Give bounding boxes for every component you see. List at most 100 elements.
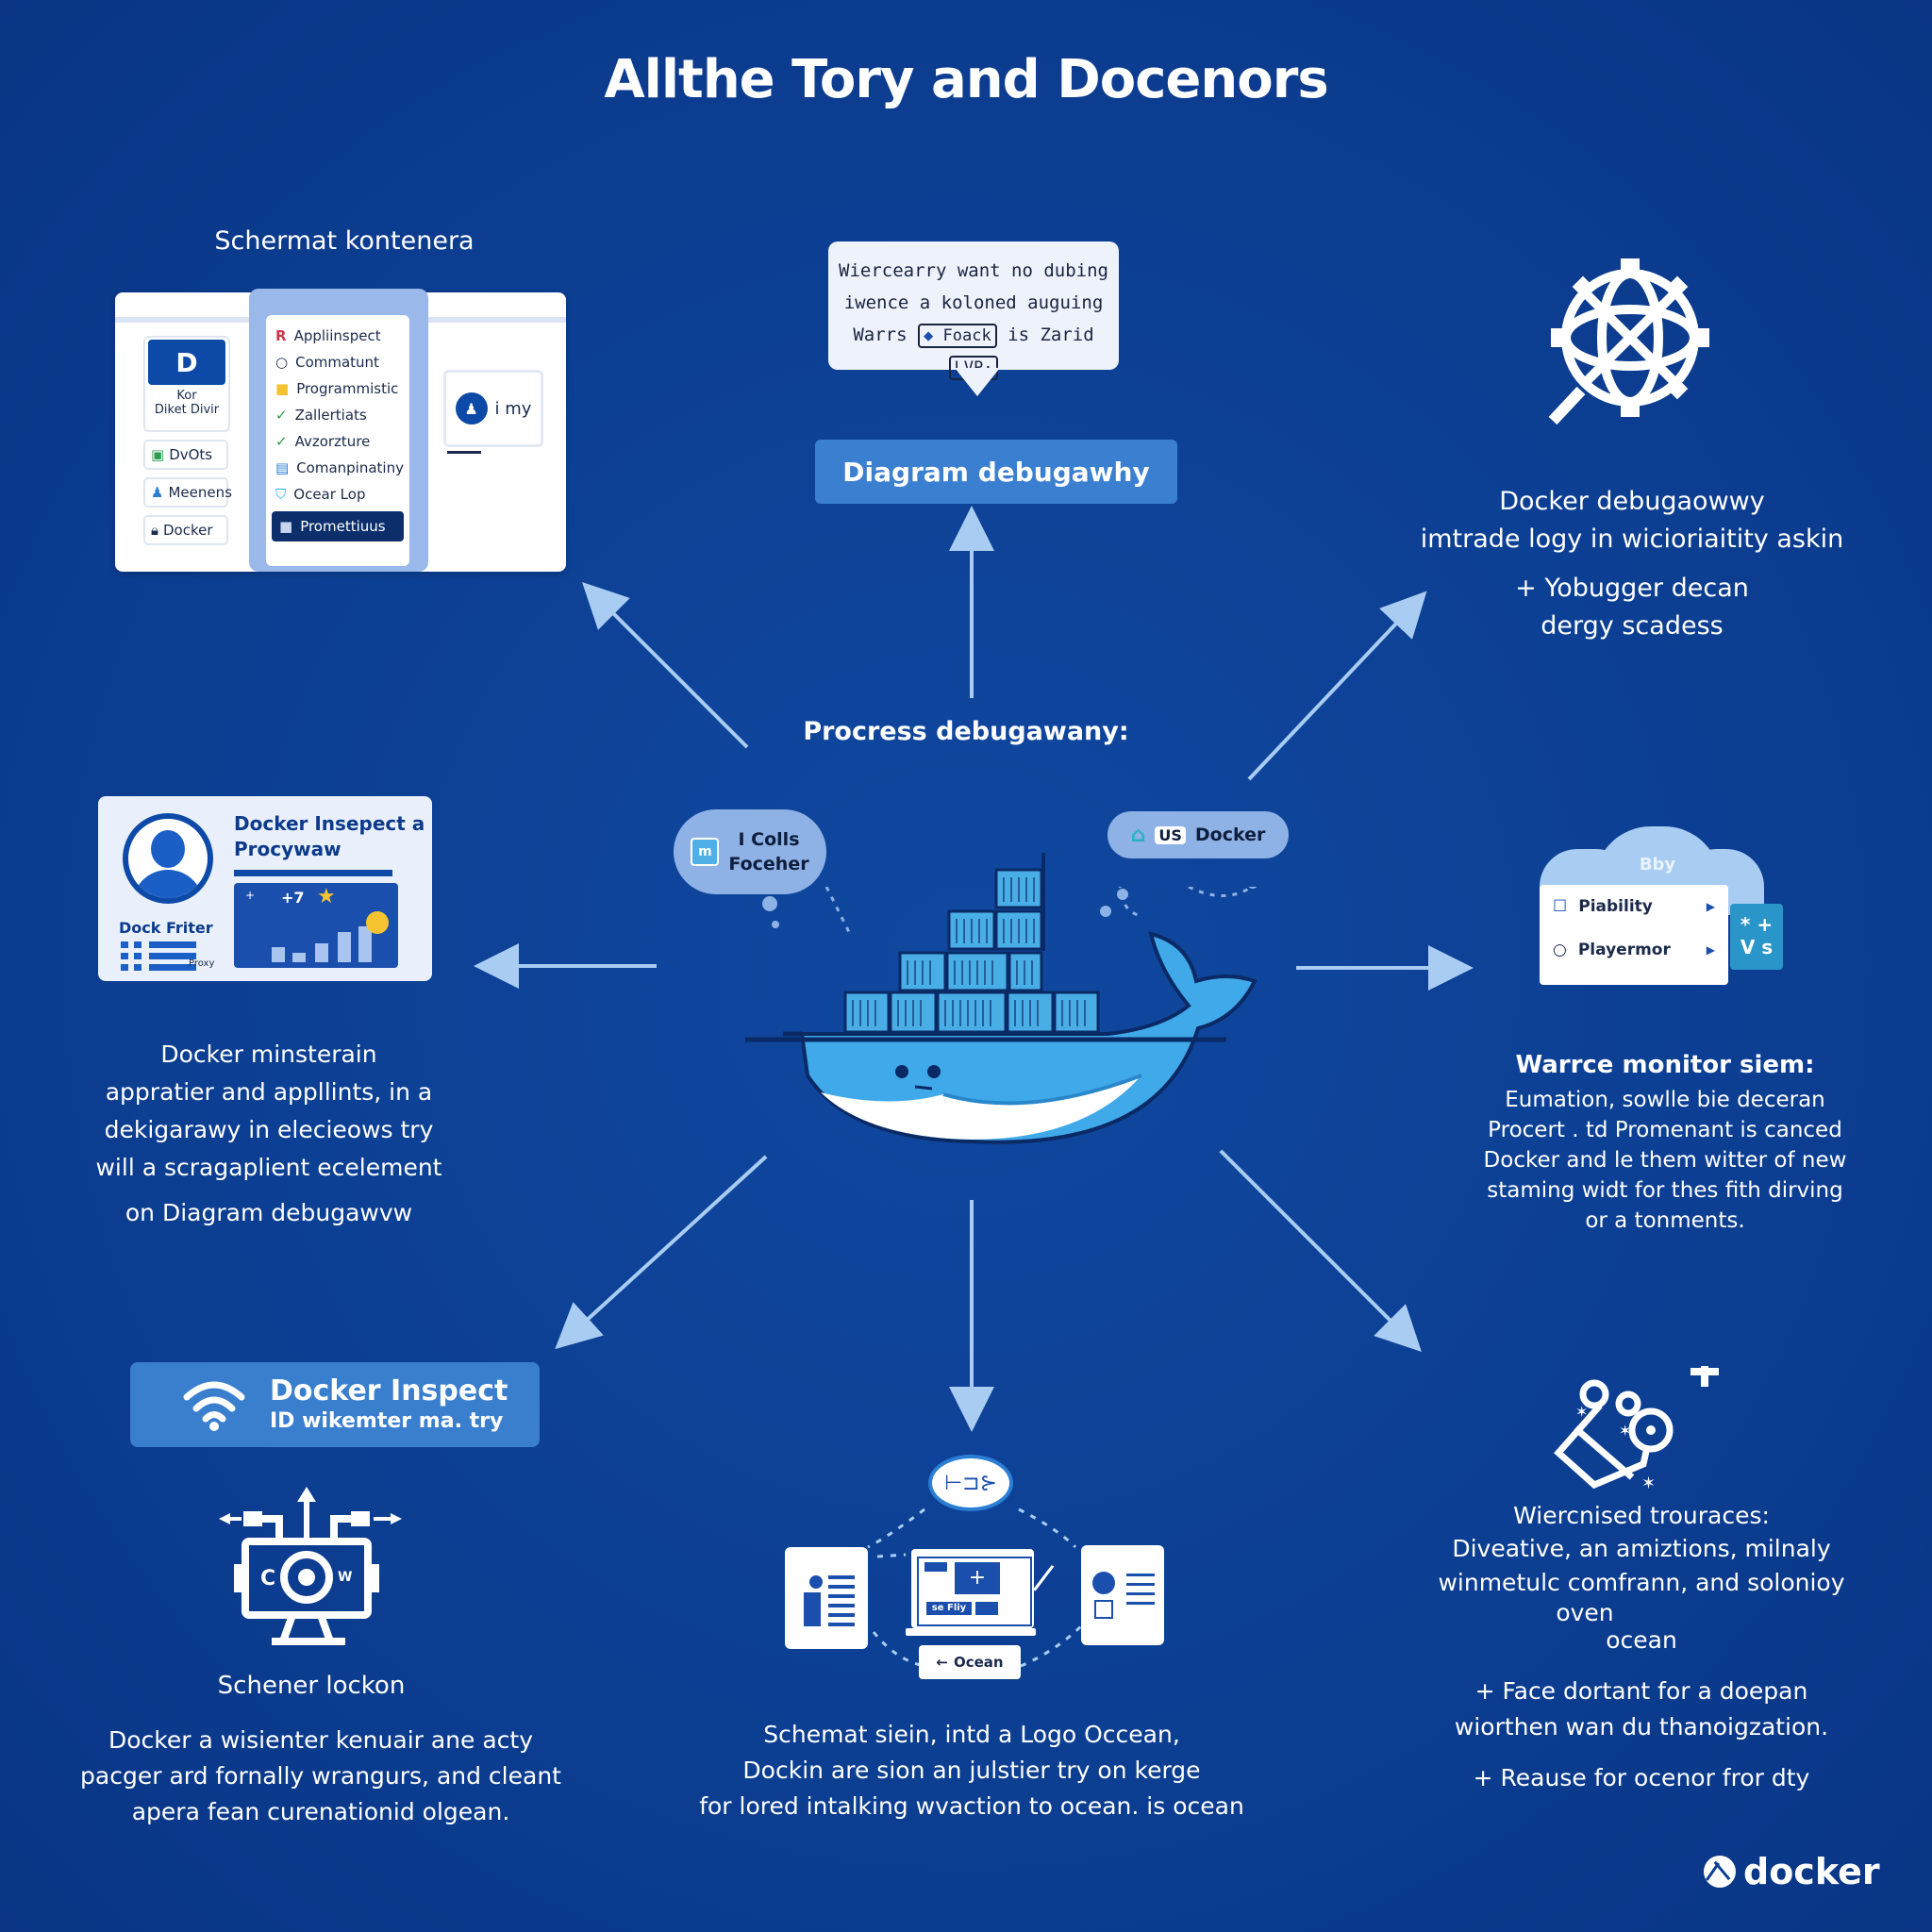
description-line: for lored intalking wvaction to ocean. i… <box>699 1792 1244 1820</box>
description-line: Diveative, an amiztions, milnaly <box>1452 1535 1831 1562</box>
wifi-icon <box>183 1381 245 1431</box>
bubble-line: Wiercearry want no dubing <box>839 260 1108 281</box>
middle-left-description: Docker minsterain appratier and appllint… <box>94 1036 443 1232</box>
menu-item-ocear-lop[interactable]: ⛉ Ocear Lop <box>266 481 409 508</box>
menu-item-comanpinatiny[interactable]: ▤Comanpinatiny <box>266 455 409 481</box>
diagram-debug-button[interactable]: Diagram debugawhy <box>815 440 1177 504</box>
document-left-icon <box>785 1547 868 1649</box>
legend-list <box>121 941 215 975</box>
arrow-down-right <box>1219 1149 1422 1352</box>
menu-item-commatunt[interactable]: ○Commatunt <box>266 349 409 375</box>
description-line: Dockin are sion an julstier try on kerge <box>742 1757 1201 1784</box>
button-label: Ocean <box>953 1654 1004 1671</box>
coin-icon <box>366 911 389 934</box>
description-line: appratier and appllints, in a <box>105 1078 433 1106</box>
card-caption: Dock Friter <box>119 919 213 937</box>
menu-item-playermor[interactable]: ○ Playermor ▶ <box>1540 928 1728 972</box>
context-menu: ☐ Piability ▶ ○ Playermor ▶ <box>1540 885 1728 985</box>
sidebar-chip-label: DvOts <box>169 446 213 463</box>
bubble-text: Warrs <box>853 325 908 345</box>
arrow-left-icon: ← <box>936 1654 948 1671</box>
description-line: Docker debugaowwy <box>1499 487 1765 516</box>
inspect-card[interactable]: Docker Insepect a Procywaw +7 ★ + Dock F… <box>98 796 432 981</box>
star-icon: ✶ <box>1641 1474 1656 1493</box>
docker-logo[interactable]: docker <box>1704 1851 1880 1892</box>
menu-item-selected[interactable]: ■Promettiuus <box>272 511 404 541</box>
bubble-line-3: Warrs ◆ Foack is Zarid LVP· <box>828 319 1119 383</box>
back-to-ocean-button[interactable]: ← Ocean <box>919 1645 1021 1679</box>
cloud-label: Bby <box>1639 855 1676 874</box>
menu-item-label: Ocear Lop <box>293 486 366 503</box>
proxy-label: Proxy <box>189 958 215 969</box>
laptop-icon[interactable]: + se Fliy <box>911 1549 1034 1628</box>
docker-wordmark: docker <box>1743 1851 1880 1892</box>
description-line: Docker and le them witter of new <box>1483 1148 1847 1173</box>
progress-rule <box>234 870 392 876</box>
lock-icon: 🔒︎ <box>151 522 158 539</box>
sidebar-chip-meenens[interactable]: ♟ Meenens <box>143 477 232 508</box>
bar <box>292 953 306 962</box>
page-title: Allthe Tory and Docenors <box>604 49 1328 110</box>
house-icon: ⌂ <box>1130 823 1146 847</box>
button-subtitle: ID wikemter ma. try <box>270 1409 504 1433</box>
bubble-line: iwence a koloned auguing <box>843 292 1104 313</box>
tag-icon: ◆ <box>924 326 934 345</box>
document-right-icon <box>1081 1545 1164 1645</box>
sidebar-chip-dvots[interactable]: ▣ DvOts <box>143 440 228 470</box>
mini-bar-chart: +7 ★ + <box>234 883 398 968</box>
description-line: Schemat siein, intd a Logo Occean, <box>763 1721 1180 1748</box>
package-icon: ▣ <box>151 446 165 463</box>
container-monitor-icon: C W <box>219 1487 402 1645</box>
arrow-up-right <box>1247 591 1427 781</box>
icon-letter: C <box>260 1567 275 1591</box>
card-title-line: Procywaw <box>234 838 341 860</box>
menu-item-piability[interactable]: ☐ Piability ▶ <box>1540 885 1728 928</box>
menu-item-label: Avzorzture <box>294 433 371 450</box>
speech-bubble-tail <box>955 368 1000 396</box>
sidebar-chip-docker[interactable]: 🔒︎ Docker <box>143 515 228 545</box>
menu-item-programmistic[interactable]: ■Programmistic <box>266 375 409 402</box>
bottom-center-description: Schemat siein, intd a Logo Occean, Docki… <box>689 1717 1255 1824</box>
user-badge[interactable]: ♟ i my <box>443 370 543 447</box>
description-line: oven <box>1556 1599 1614 1626</box>
bullet-line: + Yobugger decan <box>1515 574 1749 603</box>
button-title: Docker Inspect <box>270 1374 508 1407</box>
bullet-item: + Face dortant for a doepan wiorthen wan… <box>1454 1677 1829 1740</box>
circle-icon: ○ <box>1553 941 1567 959</box>
menu-item-label: Promettiuus <box>300 518 386 535</box>
menu-item-zallertiats[interactable]: ✓Zallertiats <box>266 402 409 428</box>
edit-icon: ☐ <box>1553 897 1568 916</box>
r-icon: R <box>275 327 287 344</box>
cloud-line: I Colls <box>738 829 800 850</box>
app-card[interactable]: D Kor Diket Divir <box>143 336 230 432</box>
globe-search-icon <box>1548 258 1709 425</box>
bubble-tag-foack[interactable]: ◆ Foack <box>918 324 997 348</box>
bar <box>315 943 328 962</box>
card-title-line: Docker Insepect a <box>234 812 425 835</box>
star-icon: ✶ <box>1619 1422 1631 1440</box>
menu-item-avzorzture[interactable]: ✓Avzorzture <box>266 428 409 455</box>
shield-icon: ⛉ <box>275 486 287 503</box>
scanner-label: Schener lockon <box>217 1672 406 1700</box>
description-line: will a scragaplient ecelement <box>95 1154 442 1181</box>
menu-item-label: Zallertiats <box>294 407 367 424</box>
bar <box>338 932 351 962</box>
sidebar-chip-label: Meenens <box>168 484 232 501</box>
vs-badge[interactable]: * + V s <box>1730 904 1783 970</box>
debug-description: Docker debugaowwy imtrade logy in wicior… <box>1396 483 1868 558</box>
screen-label: se Fliy <box>926 1602 972 1615</box>
badge-line: V s <box>1740 936 1774 958</box>
thought-dots <box>762 887 1257 937</box>
circle-icon: ○ <box>275 354 289 371</box>
bar <box>272 947 285 962</box>
container-window: D Kor Diket Divir ▣ DvOts ♟ Meenens 🔒︎ D… <box>115 289 566 572</box>
menu-item-label: Comanpinatiny <box>296 459 404 476</box>
sparkle-icon: + <box>245 889 256 902</box>
tag-label: Foack <box>942 326 991 345</box>
process-label: Procress debugawany: <box>803 717 1129 746</box>
docker-inspect-button[interactable]: Docker Inspect ID wikemter ma. try <box>130 1362 540 1447</box>
